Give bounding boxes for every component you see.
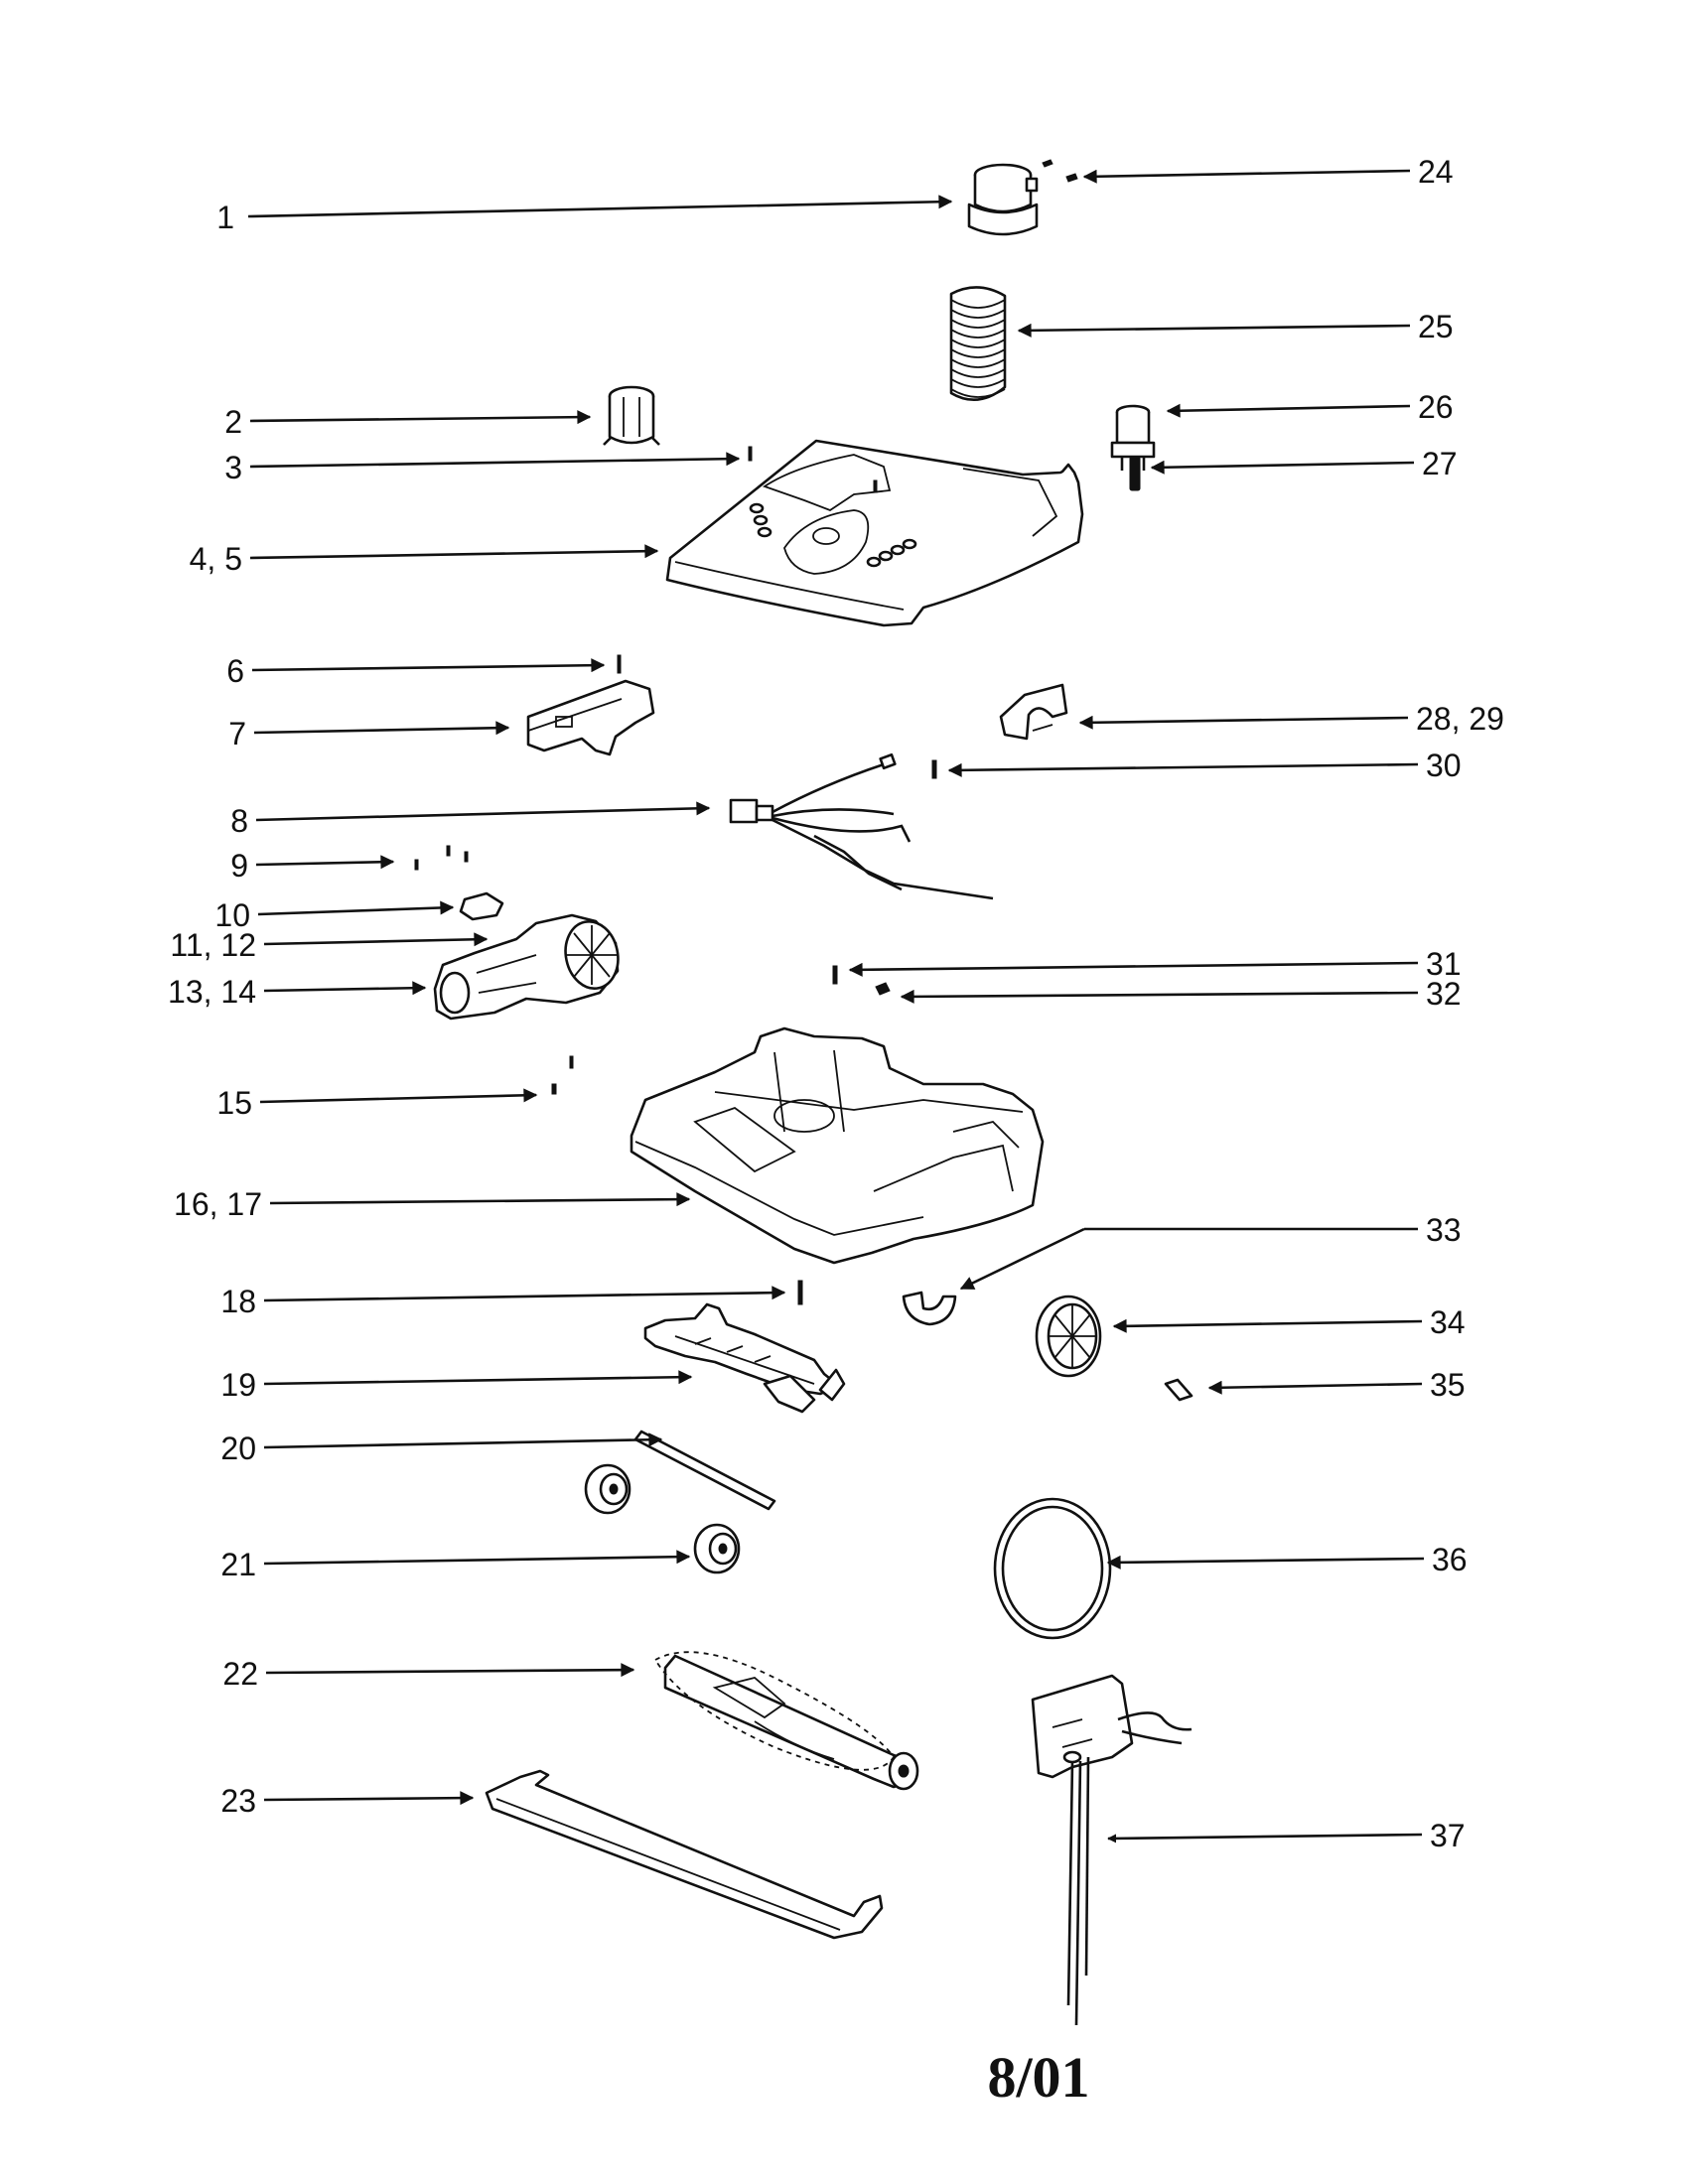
part-switch (1110, 404, 1156, 471)
part-wiring-harness (729, 752, 994, 900)
part-gasket (459, 891, 504, 921)
part-rear-wheel (1035, 1295, 1102, 1378)
callout-label: 22 (222, 1656, 258, 1692)
part-screws-15 (551, 1055, 574, 1095)
part-small-screws (1042, 159, 1078, 183)
callout-label: 35 (1430, 1367, 1466, 1403)
callout-label: 28, 29 (1416, 701, 1504, 737)
part-axle-rod (633, 1430, 776, 1511)
callout-label: 11, 12 (170, 927, 256, 963)
callout-label: 4, 5 (190, 541, 242, 577)
part-screw-31 (832, 965, 838, 985)
part-hood (665, 439, 1084, 627)
part-corrugated-hose (949, 286, 1007, 401)
callout-label: 27 (1422, 446, 1458, 481)
callout-label: 31 (1426, 946, 1462, 982)
callout-label: 25 (1418, 309, 1454, 344)
part-latch-plate (526, 679, 655, 756)
callout-label: 26 (1418, 389, 1454, 425)
callout-label: 37 (1430, 1818, 1466, 1853)
part-axle-pin (1164, 1378, 1193, 1402)
callout-label: 7 (228, 716, 246, 751)
part-bracket (999, 683, 1068, 741)
callout-label: 34 (1430, 1304, 1466, 1340)
part-clip-32 (875, 982, 891, 996)
callout-label: 1 (216, 200, 234, 235)
callout-label: 3 (224, 450, 242, 485)
callout-label: 33 (1426, 1212, 1462, 1248)
callout-label: 30 (1426, 748, 1462, 783)
part-drive-belt (993, 1497, 1112, 1640)
callout-label: 19 (220, 1367, 256, 1403)
part-base-housing (630, 1026, 1045, 1265)
date-stamp: 8/01 (987, 2045, 1089, 2110)
callout-label: 20 (220, 1431, 256, 1466)
callout-label: 16, 17 (174, 1186, 262, 1222)
part-clip-33 (902, 1291, 957, 1326)
callout-label: 9 (230, 848, 248, 884)
part-screw-3 (748, 446, 753, 462)
callout-label: 36 (1432, 1542, 1468, 1577)
part-front-wheels (584, 1463, 741, 1574)
part-spring (1129, 456, 1141, 491)
leader-lines (247, 169, 1425, 1843)
callout-label: 15 (216, 1085, 252, 1121)
part-screw-30 (931, 759, 937, 779)
callout-label: 2 (224, 404, 242, 440)
part-bumper (485, 1769, 884, 1940)
callout-label: 13, 14 (168, 974, 256, 1010)
callout-labels: 1 2 3 4, 5 6 7 8 9 10 11, 12 13, 14 15 1… (168, 154, 1504, 1853)
callout-label: 21 (220, 1547, 256, 1582)
callout-label: 24 (1418, 154, 1454, 190)
callout-label: 18 (220, 1284, 256, 1319)
callout-label: 32 (1426, 976, 1462, 1012)
part-screw-6 (617, 654, 622, 674)
callout-label: 6 (226, 653, 244, 689)
part-screws-9 (414, 845, 469, 871)
part-brush-roll (653, 1651, 919, 1791)
callout-label: 10 (214, 897, 250, 933)
callout-label: 8 (230, 803, 248, 839)
part-bottom-plate (643, 1302, 846, 1414)
part-screw-18 (797, 1280, 803, 1305)
part-cap (603, 385, 660, 446)
part-switch-plate (1031, 1674, 1193, 2026)
callout-label: 23 (220, 1783, 256, 1819)
part-hose-connector (967, 163, 1039, 236)
part-motor-assembly (433, 913, 620, 1021)
